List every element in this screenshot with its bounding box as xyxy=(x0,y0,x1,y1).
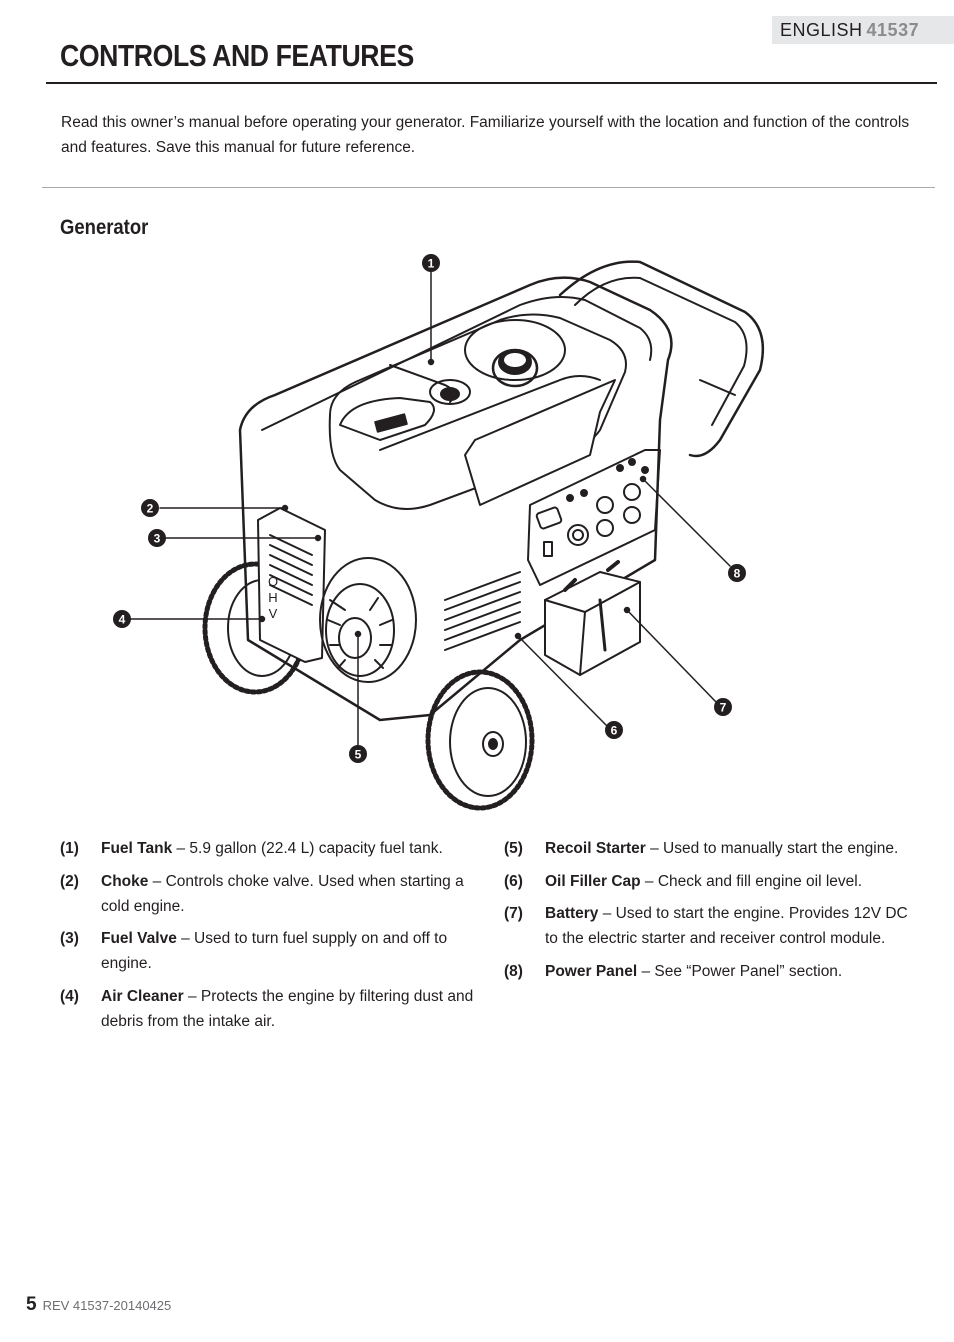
legend-term: Fuel Valve xyxy=(101,930,177,947)
legend-term: Oil Filler Cap xyxy=(545,872,641,890)
section-divider xyxy=(42,187,935,188)
battery xyxy=(544,560,641,676)
legend-number: (7) xyxy=(504,905,523,922)
legend-item-power-panel: (8) Power Panel – See “Power Panel” secti… xyxy=(504,959,924,984)
svg-text:8: 8 xyxy=(734,567,741,581)
ohv-letter-o: O xyxy=(268,574,278,589)
legend-item-air-cleaner: (4) Air Cleaner – Protects the engine by … xyxy=(60,984,480,1034)
legend-right-column: (5) Recoil Starter – Used to manually sta… xyxy=(504,836,924,991)
page-footer: 5 REV 41537-20140425 xyxy=(26,1294,171,1316)
legend-number: (4) xyxy=(60,987,79,1005)
intro-paragraph: Read this owner’s manual before operatin… xyxy=(61,114,910,156)
svg-text:3: 3 xyxy=(154,532,161,546)
svg-text:4: 4 xyxy=(119,613,126,627)
title-divider xyxy=(46,82,937,84)
frame xyxy=(238,276,673,722)
legend-term: Battery xyxy=(545,905,599,922)
callout-3: 3 xyxy=(148,529,166,547)
svg-text:1: 1 xyxy=(428,257,435,271)
svg-text:5: 5 xyxy=(355,748,362,762)
legend-description: – Check and fill engine oil level. xyxy=(640,872,863,890)
section-title: Generator xyxy=(60,216,149,239)
svg-text:7: 7 xyxy=(720,701,727,715)
legend-item-choke: (2) Choke – Controls choke valve. Used wh… xyxy=(60,869,480,919)
generator-illustration: O H V 1 2 3 4 5 xyxy=(100,245,780,815)
legend-item-fuel-tank: (1) Fuel Tank – 5.9 gallon (22.4 L) capac… xyxy=(60,836,480,861)
legend-item-fuel-valve: (3) Fuel Valve – Used to turn fuel supply… xyxy=(60,926,480,976)
page-number: 5 xyxy=(26,1294,37,1315)
recoil-starter xyxy=(319,557,417,683)
legend-description: – See “Power Panel” section. xyxy=(637,962,843,980)
legend-description: – Controls choke valve. Used when starti… xyxy=(101,872,464,915)
legend-number: (1) xyxy=(60,840,79,857)
side-vents xyxy=(444,571,521,651)
legend-item-recoil-starter: (5) Recoil Starter – Used to manually sta… xyxy=(504,836,924,861)
svg-text:6: 6 xyxy=(611,724,618,738)
handle xyxy=(558,260,765,458)
legend-item-oil-filler-cap: (6) Oil Filler Cap – Check and fill engin… xyxy=(504,869,924,894)
language-label: ENGLISH xyxy=(780,20,863,40)
legend-number: (3) xyxy=(60,930,79,947)
legend-description: – Used to manually start the engine. xyxy=(645,840,899,857)
legend-term: Recoil Starter xyxy=(545,840,646,857)
ohv-letter-v: V xyxy=(269,606,278,621)
legend-description: – Used to turn fuel supply on and off to… xyxy=(101,930,448,972)
legend-left-column: (1) Fuel Tank – 5.9 gallon (22.4 L) capac… xyxy=(60,836,480,1041)
legend-item-battery: (7) Battery – Used to start the engine. P… xyxy=(504,901,924,951)
legend-number: (5) xyxy=(504,840,523,857)
callout-7: 7 xyxy=(714,698,732,716)
legend-term: Fuel Tank xyxy=(101,840,173,857)
legend-number: (6) xyxy=(504,872,523,890)
ohv-letter-h: H xyxy=(268,590,277,605)
legend-description: – Protects the engine by filtering dust … xyxy=(101,987,474,1030)
control-panel xyxy=(527,449,661,586)
callout-4: 4 xyxy=(113,610,131,628)
fuel-gauge xyxy=(389,364,471,405)
legend-description: – 5.9 gallon (22.4 L) capacity fuel tank… xyxy=(172,840,443,857)
fuel-cap xyxy=(464,319,566,388)
callout-6: 6 xyxy=(605,721,623,739)
front-wheel xyxy=(425,669,535,811)
revision-code: REV 41537-20140425 xyxy=(42,1298,172,1313)
page-title: CONTROLS AND FEATURES xyxy=(60,38,414,73)
callout-8: 8 xyxy=(728,564,746,582)
legend-number: (2) xyxy=(60,872,79,890)
callout-2: 2 xyxy=(141,499,159,517)
callout-5: 5 xyxy=(349,745,367,763)
legend-number: (8) xyxy=(504,962,523,980)
legend-term: Choke xyxy=(101,872,149,890)
svg-text:2: 2 xyxy=(147,502,154,516)
legend-term: Power Panel xyxy=(545,962,638,980)
legend-description: – Used to start the engine. Provides 12V… xyxy=(545,905,908,947)
callout-1: 1 xyxy=(422,254,440,272)
legend-term: Air Cleaner xyxy=(101,987,184,1005)
model-number: 41537 xyxy=(866,20,920,40)
